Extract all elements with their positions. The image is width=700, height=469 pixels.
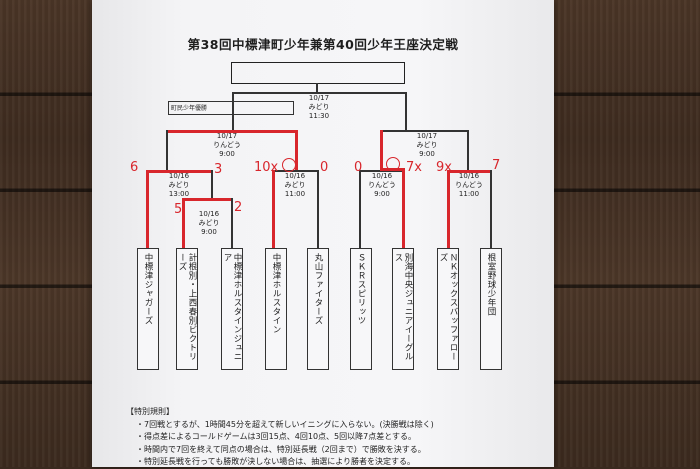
score-label: 0 xyxy=(320,160,329,175)
page-title: 第38回中標津町少年兼第40回少年王座決定戦 xyxy=(187,37,459,52)
winner-line xyxy=(402,170,405,248)
side-note-box: 町民少年優勝 xyxy=(168,101,294,115)
winner-line xyxy=(380,130,383,170)
rule-line: ・時間内で7回を終えて同点の場合は、特別延長戦（2回まで）で勝敗を決する。 xyxy=(136,444,426,454)
bracket-line xyxy=(467,130,469,170)
score-label: 6 xyxy=(130,160,139,175)
winner-line xyxy=(166,130,296,133)
bracket-line xyxy=(490,170,492,248)
score-label: 7x xyxy=(406,160,422,175)
bracket-line xyxy=(359,170,361,248)
special-rules: 【特別規則】 ・7回戦とするが、1時間45分を超えて新しいイニングに入らない。(… xyxy=(126,406,546,469)
team-box: ＳＫＲスピリッツ xyxy=(350,248,372,370)
bracket-line xyxy=(231,198,233,248)
winner-line xyxy=(272,170,275,248)
circle-mark-icon xyxy=(282,158,296,172)
score-label: 9x xyxy=(436,160,452,175)
winner-line xyxy=(447,170,492,173)
winner-line xyxy=(447,170,450,248)
winner-line xyxy=(146,170,149,248)
rule-line: ・7回戦とするが、1時間45分を超えて新しいイニングに入らない。(決勝戦は除く) xyxy=(136,419,434,429)
score-label: 10x xyxy=(254,160,279,175)
winner-line xyxy=(182,198,185,248)
bracket-line xyxy=(316,83,318,92)
circle-mark-icon xyxy=(386,157,400,171)
rules-heading: 【特別規則】 xyxy=(126,407,174,416)
score-label: 2 xyxy=(234,200,243,215)
team-box: 中標津ジャガーズ xyxy=(137,248,159,370)
winner-line xyxy=(272,170,318,172)
bracket-line xyxy=(405,92,407,130)
winner-line xyxy=(295,130,298,170)
champion-box xyxy=(231,62,405,84)
winner-line xyxy=(146,170,212,173)
score-label: 5 xyxy=(174,202,183,217)
team-box: 中標津ホルスタインジュニア xyxy=(221,248,243,370)
team-box: 根室野球少年団 xyxy=(480,248,502,370)
team-box: 別海中央ジュニアイーグルス xyxy=(392,248,414,370)
team-box: 丸山ファイターズ xyxy=(307,248,329,370)
bracket-line xyxy=(317,170,319,248)
team-box: ＮＫオックスバッファローズ xyxy=(437,248,459,370)
bracket-line xyxy=(232,92,406,94)
bracket-line xyxy=(166,130,168,170)
winner-line xyxy=(182,198,232,201)
rule-line: ・特別延長戦を行っても勝敗が決しない場合は、抽選により勝者を決定する。 xyxy=(136,457,416,466)
team-box: 計根別・上西春別ビクトリーズ xyxy=(176,248,198,370)
bracket-line xyxy=(211,170,213,198)
score-label: 0 xyxy=(354,160,363,175)
team-box: 中標津ホルスタイン xyxy=(265,248,287,370)
bracket-line xyxy=(380,130,468,132)
bracket-line xyxy=(232,92,234,130)
score-label: 3 xyxy=(214,162,223,177)
rule-line: ・得点差によるコールドゲームは3回15点、4回10点、5回以降7点差とする。 xyxy=(136,432,416,441)
score-label: 7 xyxy=(492,158,501,173)
